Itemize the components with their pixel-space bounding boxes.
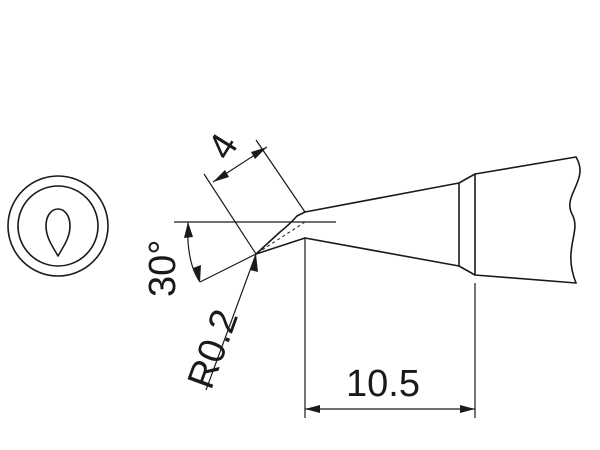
- tip-body: [255, 156, 581, 284]
- width-arrow-right: [251, 147, 267, 159]
- width-extension-line-left: [203, 173, 257, 255]
- radius-dimension-label: R0.2: [180, 304, 247, 394]
- tip-bevel-face: [255, 211, 306, 255]
- angle-arrow-top: [184, 222, 193, 238]
- angle-dimension-label: 30°: [142, 240, 184, 297]
- break-line: [569, 156, 581, 284]
- end-view-outer-circle: [7, 175, 109, 277]
- bevel-hidden-line: [261, 221, 306, 251]
- length-arrow-left: [305, 405, 320, 413]
- end-view-inner-circle: [17, 185, 99, 267]
- length-arrow-right: [460, 405, 475, 413]
- radius-callout: R0.2: [180, 253, 258, 394]
- radius-leader-line: [205, 253, 257, 391]
- angle-leader: [199, 253, 257, 283]
- angle-arrow-bottom: [193, 265, 201, 282]
- width-extension-line-right: [255, 139, 306, 213]
- width-dimension: 4: [200, 127, 306, 255]
- tip-upper-contour: [304, 156, 577, 213]
- tip-cross-section-icon: [7, 175, 109, 277]
- angle-dimension: 30°: [142, 221, 336, 297]
- length-dimension-label: 10.5: [346, 363, 420, 405]
- length-dimension: 10.5: [304, 238, 476, 418]
- tip-lower-contour: [304, 237, 577, 284]
- radius-arrow: [250, 254, 258, 272]
- width-dimension-label: 4: [200, 127, 247, 167]
- end-view-teardrop: [45, 208, 71, 257]
- width-arrow-left: [213, 170, 229, 182]
